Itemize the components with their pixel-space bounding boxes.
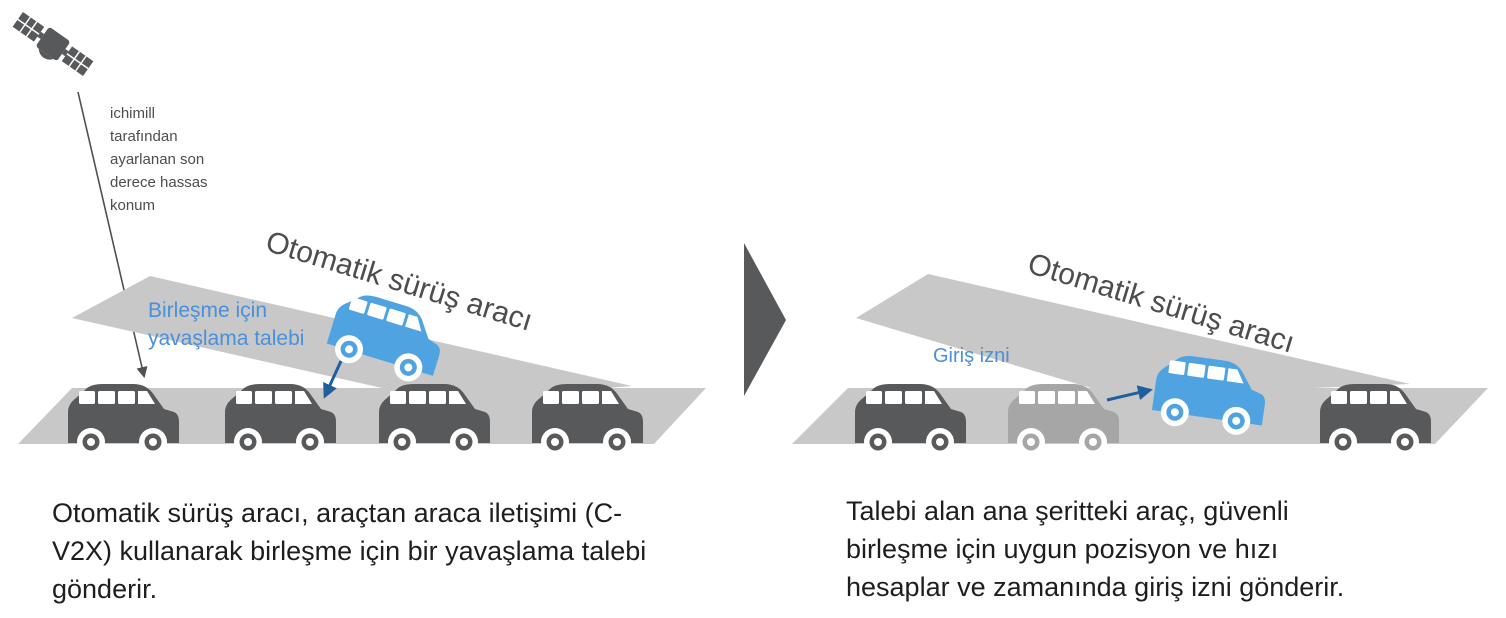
left-panel: Otomatik sürüş aracı Birleşme için yavaş…: [18, 225, 706, 456]
right-panel: Otomatik sürüş aracı Giriş izni: [792, 247, 1488, 456]
satellite-position-label: ichimill tarafından ayarlanan son derece…: [110, 105, 212, 214]
right-merge-ramp: [856, 274, 1410, 396]
satellite-icon: [12, 11, 94, 77]
left-request-arrow: [323, 360, 343, 399]
left-caption: Otomatik sürüş aracı, araçtan araca ilet…: [52, 498, 647, 604]
right-main-road: [792, 388, 1488, 444]
deceleration-request-label: Birleşme için yavaşlama talebi: [148, 299, 304, 350]
entry-permission-label: Giriş izni: [933, 345, 1010, 367]
next-step-arrow: [744, 243, 786, 396]
right-caption: Talebi alan ana şeritteki araç, güvenli …: [846, 496, 1345, 602]
right-permission-arrow: [1106, 385, 1153, 402]
